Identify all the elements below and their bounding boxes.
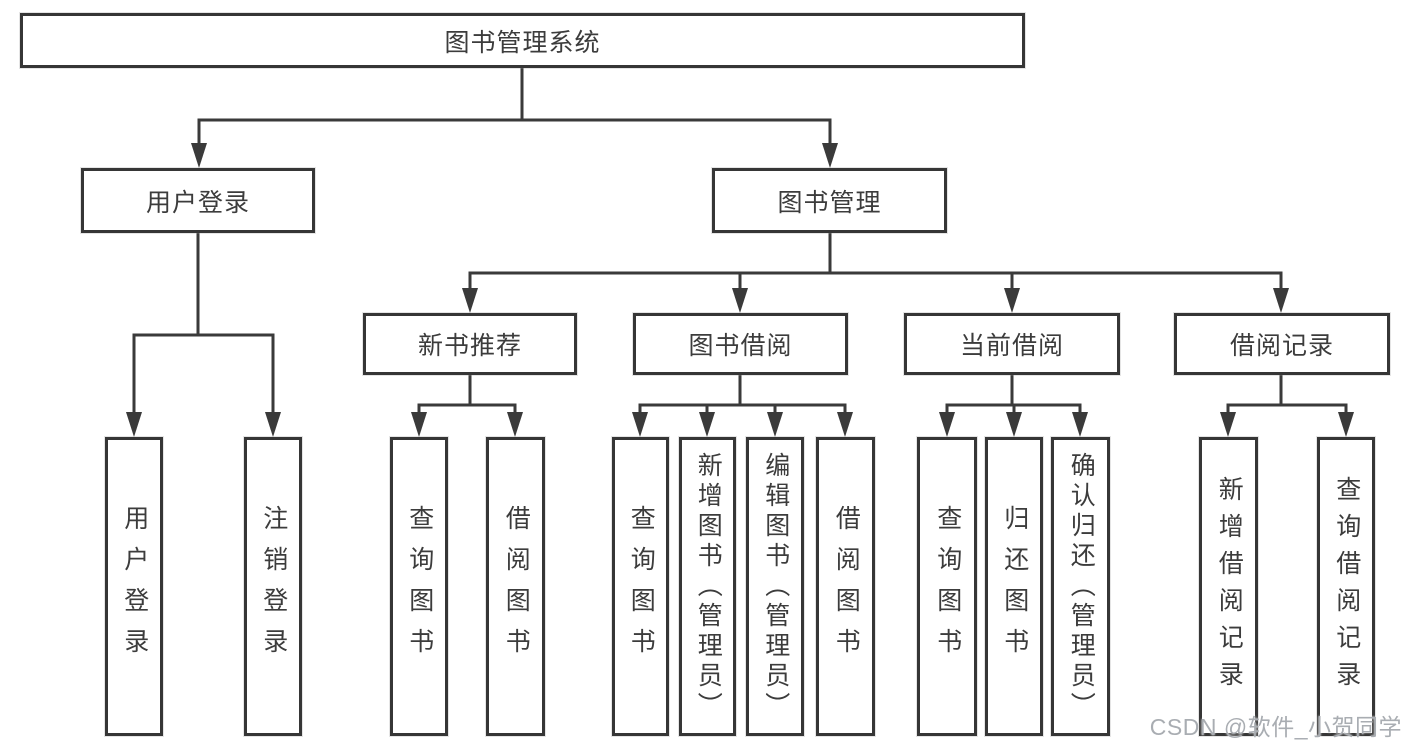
connector-book-management-children bbox=[462, 233, 1289, 313]
connector-book-borrow-children bbox=[632, 375, 853, 437]
leaf-user-login-label: 用户登录 bbox=[120, 504, 149, 669]
leaf-borrow-query-books: 查询图书 bbox=[612, 437, 669, 736]
leaf-borrow-query-books-label: 查询图书 bbox=[627, 504, 656, 669]
node-borrow-records: 借阅记录 bbox=[1174, 313, 1390, 375]
leaf-edit-book-admin: 编辑图书（管理员） bbox=[746, 437, 804, 736]
node-current-borrow-label: 当前借阅 bbox=[959, 332, 1064, 360]
node-book-borrow: 图书借阅 bbox=[633, 313, 848, 375]
leaf-return-books: 归还图书 bbox=[985, 437, 1043, 736]
leaf-add-book-admin-label: 新增图书（管理员） bbox=[694, 451, 723, 722]
node-book-management: 图书管理 bbox=[712, 168, 947, 233]
leaf-borrow-borrow-books-label: 借阅图书 bbox=[832, 504, 861, 669]
leaf-return-books-label: 归还图书 bbox=[1000, 504, 1029, 669]
leaf-confirm-return-admin: 确认归还（管理员） bbox=[1051, 437, 1110, 736]
leaf-query-borrow-record-label: 查询借阅记录 bbox=[1332, 475, 1361, 698]
node-borrow-records-label: 借阅记录 bbox=[1229, 332, 1334, 360]
leaf-newbook-borrow-books: 借阅图书 bbox=[486, 437, 545, 736]
connector-borrow-records-children bbox=[1220, 375, 1354, 437]
node-user-login: 用户登录 bbox=[81, 168, 315, 233]
leaf-logout-label: 注销登录 bbox=[259, 504, 288, 669]
connector-root-to-level2 bbox=[191, 68, 838, 168]
leaf-edit-book-admin-label: 编辑图书（管理员） bbox=[761, 451, 790, 722]
leaf-confirm-return-admin-label: 确认归还（管理员） bbox=[1067, 451, 1096, 722]
leaf-query-borrow-record: 查询借阅记录 bbox=[1317, 437, 1375, 736]
node-book-management-label: 图书管理 bbox=[777, 188, 882, 217]
node-new-book-recommend: 新书推荐 bbox=[363, 313, 577, 375]
leaf-current-query-books: 查询图书 bbox=[917, 437, 977, 736]
node-new-book-recommend-label: 新书推荐 bbox=[417, 332, 522, 360]
leaf-current-query-books-label: 查询图书 bbox=[933, 504, 962, 669]
leaf-newbook-borrow-books-label: 借阅图书 bbox=[502, 504, 531, 669]
leaf-add-borrow-record: 新增借阅记录 bbox=[1199, 437, 1258, 736]
csdn-watermark: CSDN @软件_小贺同学 bbox=[1149, 714, 1402, 740]
node-root-label: 图书管理系统 bbox=[444, 28, 601, 57]
leaf-add-book-admin: 新增图书（管理员） bbox=[679, 437, 736, 736]
node-current-borrow: 当前借阅 bbox=[904, 313, 1120, 375]
node-book-borrow-label: 图书借阅 bbox=[688, 332, 793, 360]
leaf-logout: 注销登录 bbox=[244, 437, 302, 736]
node-root: 图书管理系统 bbox=[20, 13, 1025, 68]
leaf-newbook-query-books-label: 查询图书 bbox=[405, 504, 434, 669]
connector-user-login-children bbox=[126, 233, 281, 437]
leaf-user-login: 用户登录 bbox=[105, 437, 163, 736]
connector-current-borrow-children bbox=[939, 375, 1088, 437]
node-user-login-label: 用户登录 bbox=[145, 188, 250, 217]
leaf-newbook-query-books: 查询图书 bbox=[390, 437, 448, 736]
leaf-borrow-borrow-books: 借阅图书 bbox=[816, 437, 875, 736]
leaf-add-borrow-record-label: 新增借阅记录 bbox=[1215, 475, 1244, 698]
connector-new-book-children bbox=[411, 375, 523, 437]
